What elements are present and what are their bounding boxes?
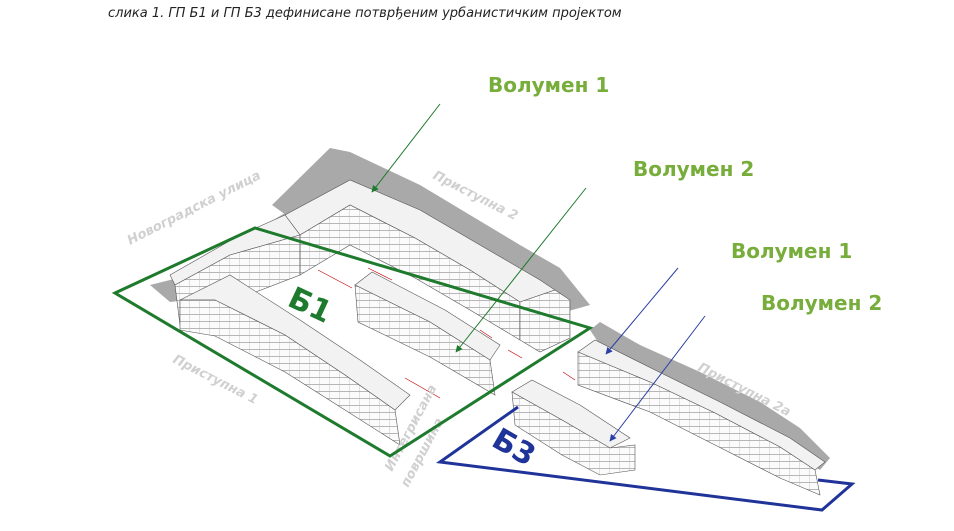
b1-inner-facade bbox=[354, 284, 496, 396]
b1-east-facade bbox=[519, 289, 571, 353]
dimension-marks bbox=[317, 267, 576, 399]
label-b1-volume1: Волумен 1 bbox=[488, 73, 609, 97]
plot-b3-boundary bbox=[435, 405, 856, 512]
dimension-line bbox=[367, 267, 393, 281]
label-b3-volume1: Волумен 1 bbox=[731, 239, 852, 263]
dimension-line bbox=[404, 377, 441, 399]
plot-b1-boundary bbox=[111, 226, 594, 458]
street-pristupna-1: Приступна 1 bbox=[170, 352, 260, 408]
arrow-b3-volume2 bbox=[609, 315, 706, 442]
dimension-line bbox=[562, 371, 576, 381]
dimension-line bbox=[507, 349, 523, 359]
dimension-line bbox=[317, 269, 353, 289]
arrow-b1-volume2 bbox=[455, 187, 587, 353]
figure-caption: слика 1. ГП Б1 и ГП Б3 дефинисане потврђ… bbox=[108, 6, 622, 21]
arrow-b3-volume1 bbox=[605, 267, 679, 355]
label-b1-volume2: Волумен 2 bbox=[633, 157, 754, 181]
label-b3-volume2: Волумен 2 bbox=[761, 291, 882, 315]
buildings bbox=[169, 179, 826, 496]
b3-south-facade bbox=[511, 391, 636, 476]
b3-north-facade bbox=[577, 351, 821, 496]
dimension-line bbox=[479, 329, 493, 339]
b1-south-facade bbox=[179, 299, 401, 446]
arrow-b1-volume1 bbox=[371, 103, 441, 193]
